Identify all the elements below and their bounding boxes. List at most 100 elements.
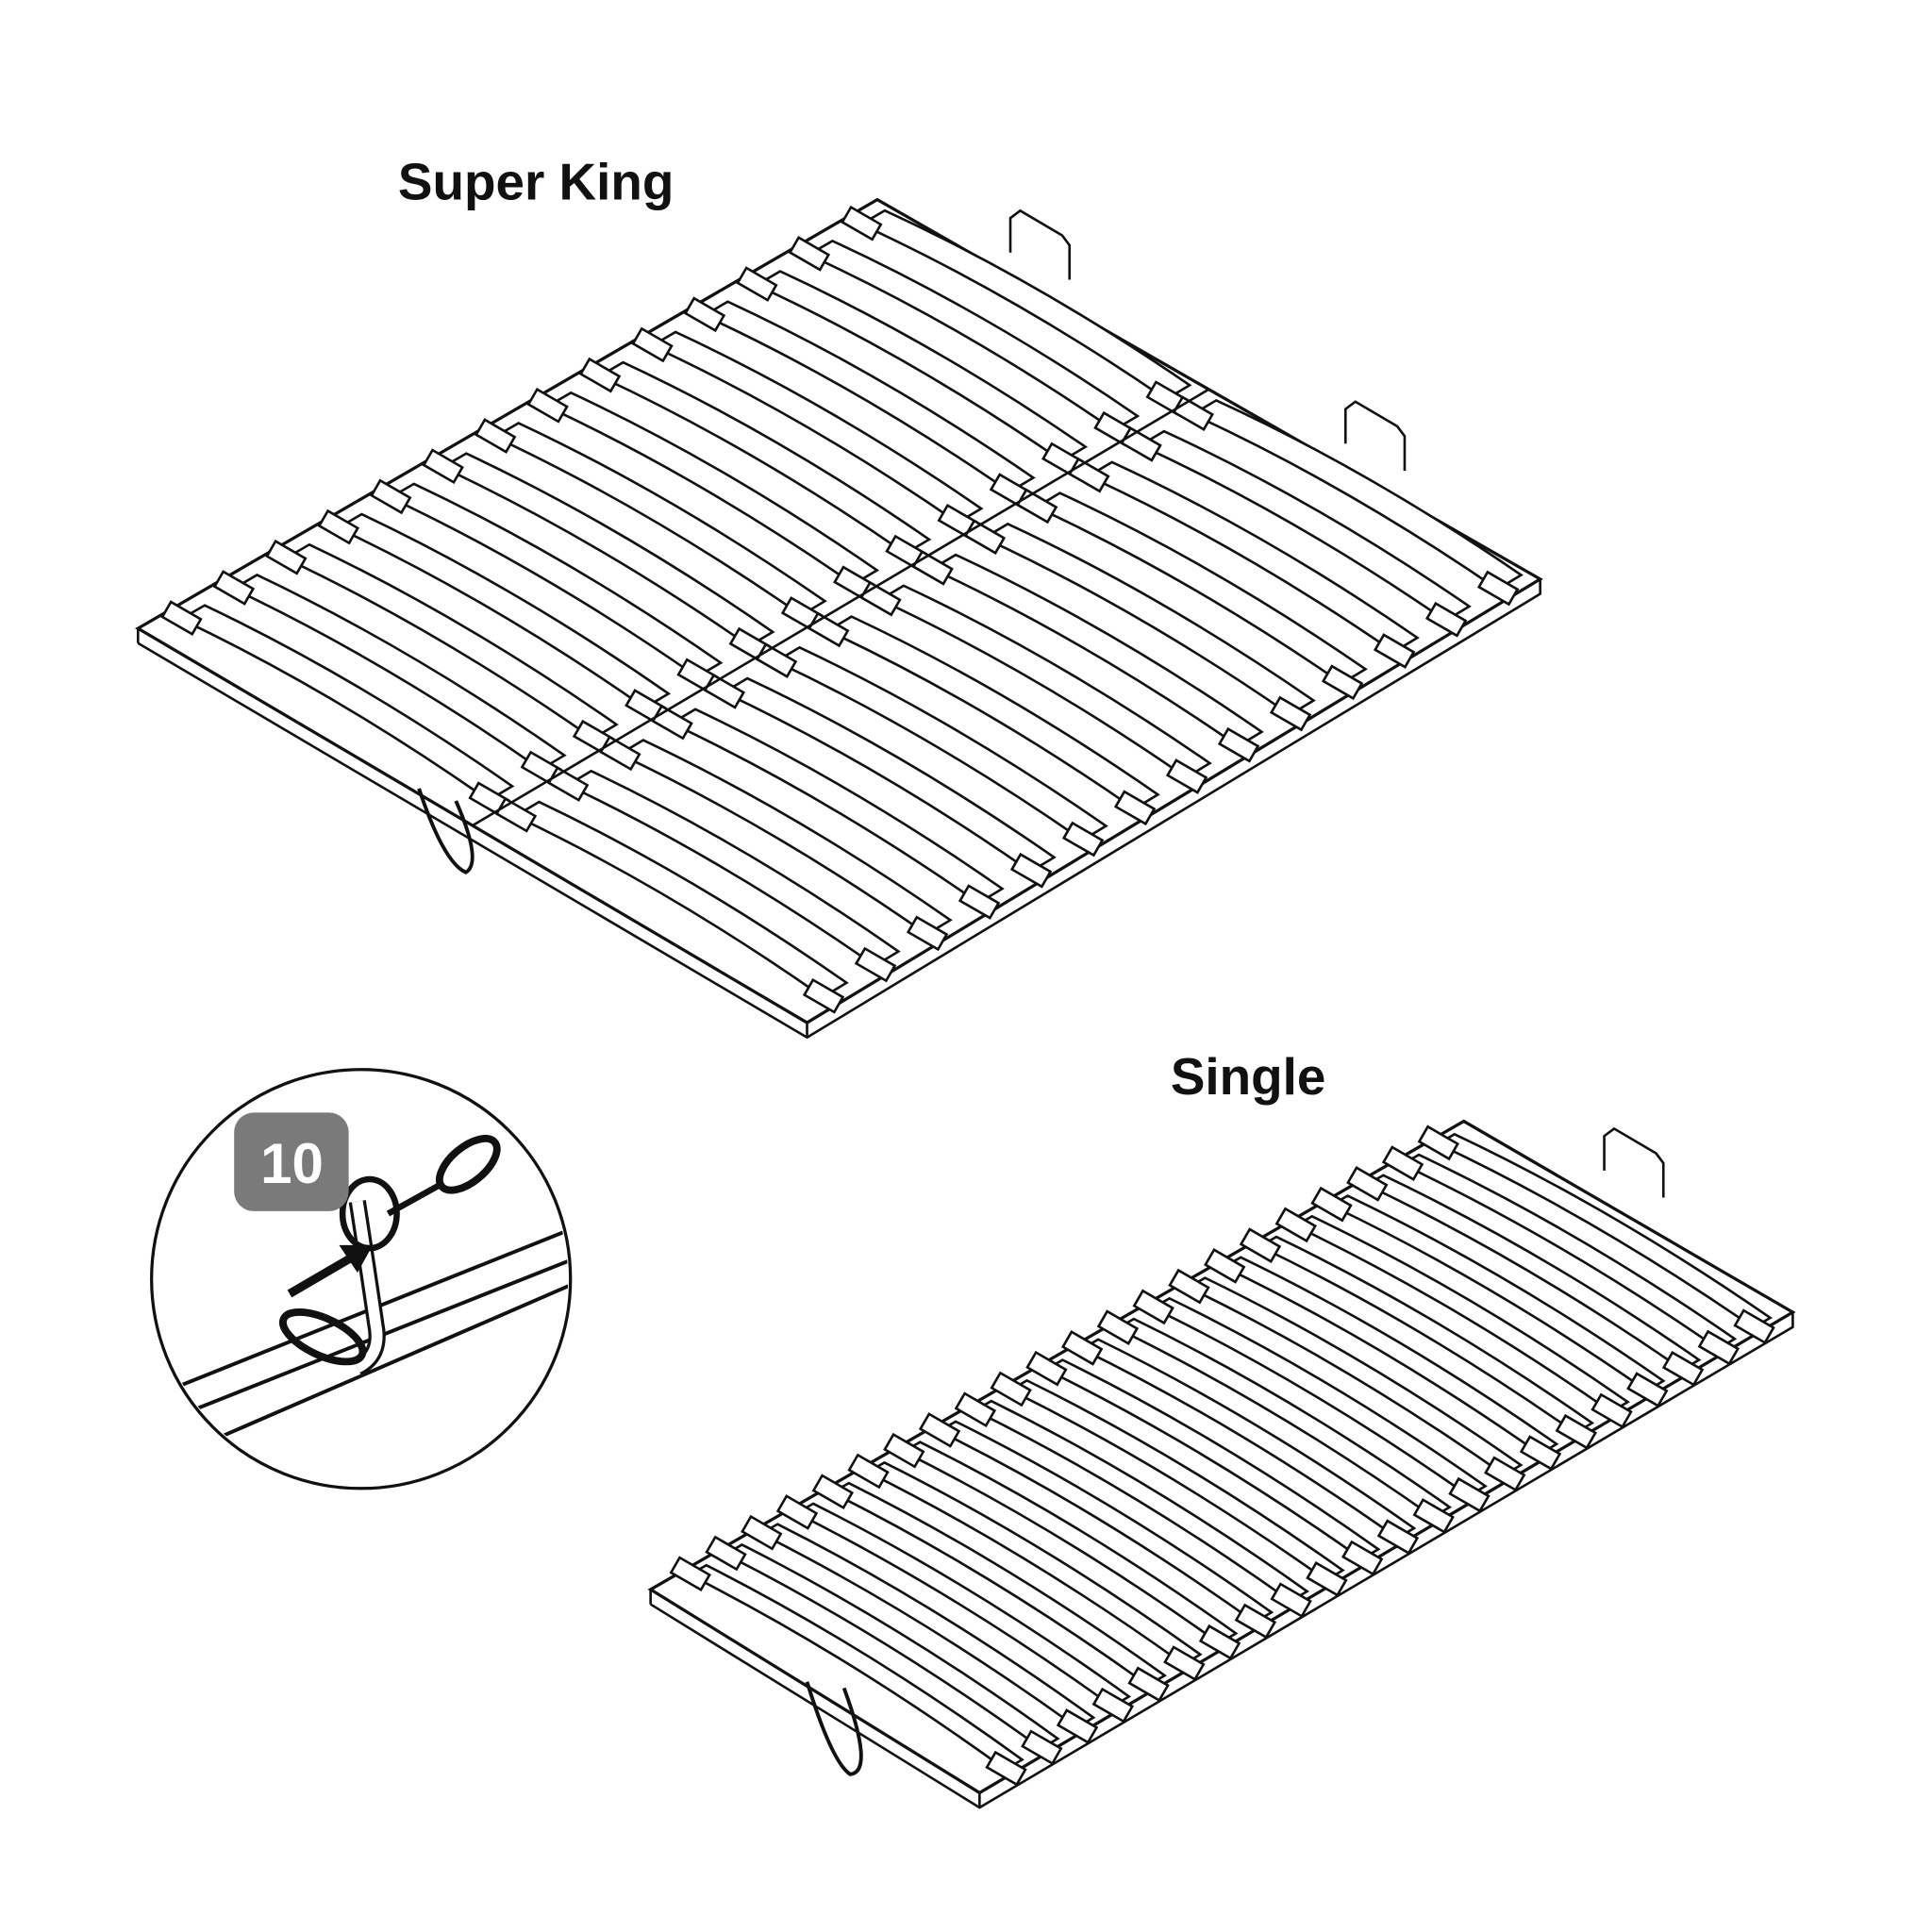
slat bbox=[793, 1502, 1132, 1708]
strap-icon bbox=[805, 1681, 863, 1776]
slat-holder bbox=[1127, 1666, 1170, 1703]
slat-holder bbox=[160, 600, 203, 637]
slat-holder bbox=[1412, 1498, 1455, 1534]
slat-holder bbox=[1068, 457, 1110, 493]
slat-holder bbox=[1168, 1268, 1210, 1305]
super-king-label: Super King bbox=[398, 153, 675, 211]
single-frame-drawing bbox=[647, 1119, 1796, 1809]
arrow-icon bbox=[339, 1244, 374, 1274]
slat-holder bbox=[1310, 1186, 1353, 1223]
slat-holder bbox=[370, 478, 412, 515]
slat bbox=[669, 708, 1005, 905]
slat bbox=[687, 1563, 1024, 1772]
slat bbox=[564, 769, 901, 968]
strap-detail-inset: 10 bbox=[150, 1068, 573, 1491]
slat-holder bbox=[1204, 1248, 1246, 1284]
slat-holder bbox=[741, 1514, 783, 1551]
slat-holder bbox=[1476, 570, 1520, 607]
slat bbox=[723, 1542, 1060, 1750]
step-number: 10 bbox=[260, 1132, 324, 1195]
slat-holder bbox=[1056, 1708, 1099, 1744]
slat-holder bbox=[1239, 1227, 1282, 1263]
slat-holder bbox=[883, 1432, 925, 1469]
slat-holder bbox=[911, 550, 954, 586]
slat-holder bbox=[1346, 1166, 1389, 1202]
slat bbox=[877, 584, 1212, 779]
strap-icon bbox=[417, 788, 475, 874]
slat-holder bbox=[703, 674, 746, 709]
slat-holder bbox=[755, 642, 798, 678]
slat bbox=[806, 239, 1141, 432]
slat-holder bbox=[265, 539, 308, 575]
slat bbox=[1328, 1194, 1666, 1392]
slat-holder bbox=[918, 1412, 961, 1448]
slat bbox=[282, 542, 619, 741]
slat-holder bbox=[963, 519, 1007, 555]
slat bbox=[1085, 460, 1420, 654]
slat bbox=[1292, 1214, 1630, 1414]
slat-holder bbox=[1061, 821, 1105, 858]
slat bbox=[1114, 1317, 1453, 1519]
slat bbox=[701, 300, 1036, 493]
slat bbox=[1042, 1358, 1381, 1561]
slat-holder bbox=[526, 387, 569, 424]
bracket-icon bbox=[1008, 208, 1072, 280]
slat bbox=[1150, 1296, 1488, 1498]
slat bbox=[512, 800, 849, 999]
slat bbox=[596, 360, 932, 556]
slat-holder bbox=[841, 205, 883, 242]
slat-holder bbox=[669, 1556, 711, 1592]
slat-holder bbox=[1165, 758, 1208, 794]
slat bbox=[773, 645, 1108, 842]
slat-holder bbox=[1519, 1435, 1562, 1471]
single-label: Single bbox=[1171, 1047, 1326, 1106]
slat-holder bbox=[422, 448, 464, 485]
slat-holder bbox=[1306, 1561, 1348, 1597]
slat-holder bbox=[1269, 695, 1312, 732]
slat-holder bbox=[1009, 852, 1053, 889]
slat-holder bbox=[1381, 1145, 1424, 1181]
slat-holder bbox=[1060, 1330, 1104, 1366]
slat bbox=[1257, 1235, 1595, 1435]
slat bbox=[491, 422, 827, 617]
slat bbox=[387, 482, 724, 679]
slat bbox=[721, 676, 1057, 874]
slat bbox=[1008, 1378, 1345, 1582]
slat bbox=[865, 1460, 1203, 1666]
slat-holder bbox=[631, 326, 674, 363]
slat bbox=[972, 1399, 1310, 1603]
slat bbox=[900, 1441, 1239, 1645]
slat bbox=[1190, 398, 1524, 591]
slat-holder bbox=[985, 1750, 1027, 1787]
slat-holder bbox=[1198, 1624, 1241, 1660]
bracket-icon bbox=[1603, 1126, 1665, 1198]
slat-holder bbox=[1025, 1350, 1068, 1387]
slat bbox=[649, 330, 984, 525]
slat-holder bbox=[1021, 1729, 1063, 1766]
slat-holder bbox=[1733, 1308, 1775, 1345]
slat-holder bbox=[802, 977, 845, 1014]
slat-holder bbox=[1217, 726, 1260, 763]
slat-holder bbox=[1417, 1124, 1460, 1161]
frame-side bbox=[137, 578, 1541, 1040]
slat-holder bbox=[906, 915, 949, 952]
slat-holder bbox=[212, 570, 256, 606]
step-badge bbox=[234, 1112, 349, 1211]
slat-holder bbox=[546, 766, 590, 802]
slat-holder bbox=[1697, 1329, 1740, 1366]
strap-loop-bottom bbox=[279, 1307, 367, 1366]
frame-corner bbox=[649, 1589, 981, 1808]
slat-holder bbox=[775, 1494, 819, 1530]
slat-holder bbox=[1376, 1519, 1420, 1556]
slat-holder bbox=[1626, 1372, 1669, 1407]
slat-holder bbox=[1120, 426, 1162, 462]
slat-holder bbox=[1448, 1476, 1491, 1513]
slat bbox=[981, 522, 1316, 717]
slat-holder bbox=[1091, 1687, 1135, 1724]
slat-holder bbox=[808, 611, 850, 648]
slat-holder bbox=[788, 236, 831, 272]
slat bbox=[335, 512, 672, 709]
rail-edge-bottom bbox=[208, 1279, 569, 1443]
slat-holder bbox=[494, 796, 538, 833]
